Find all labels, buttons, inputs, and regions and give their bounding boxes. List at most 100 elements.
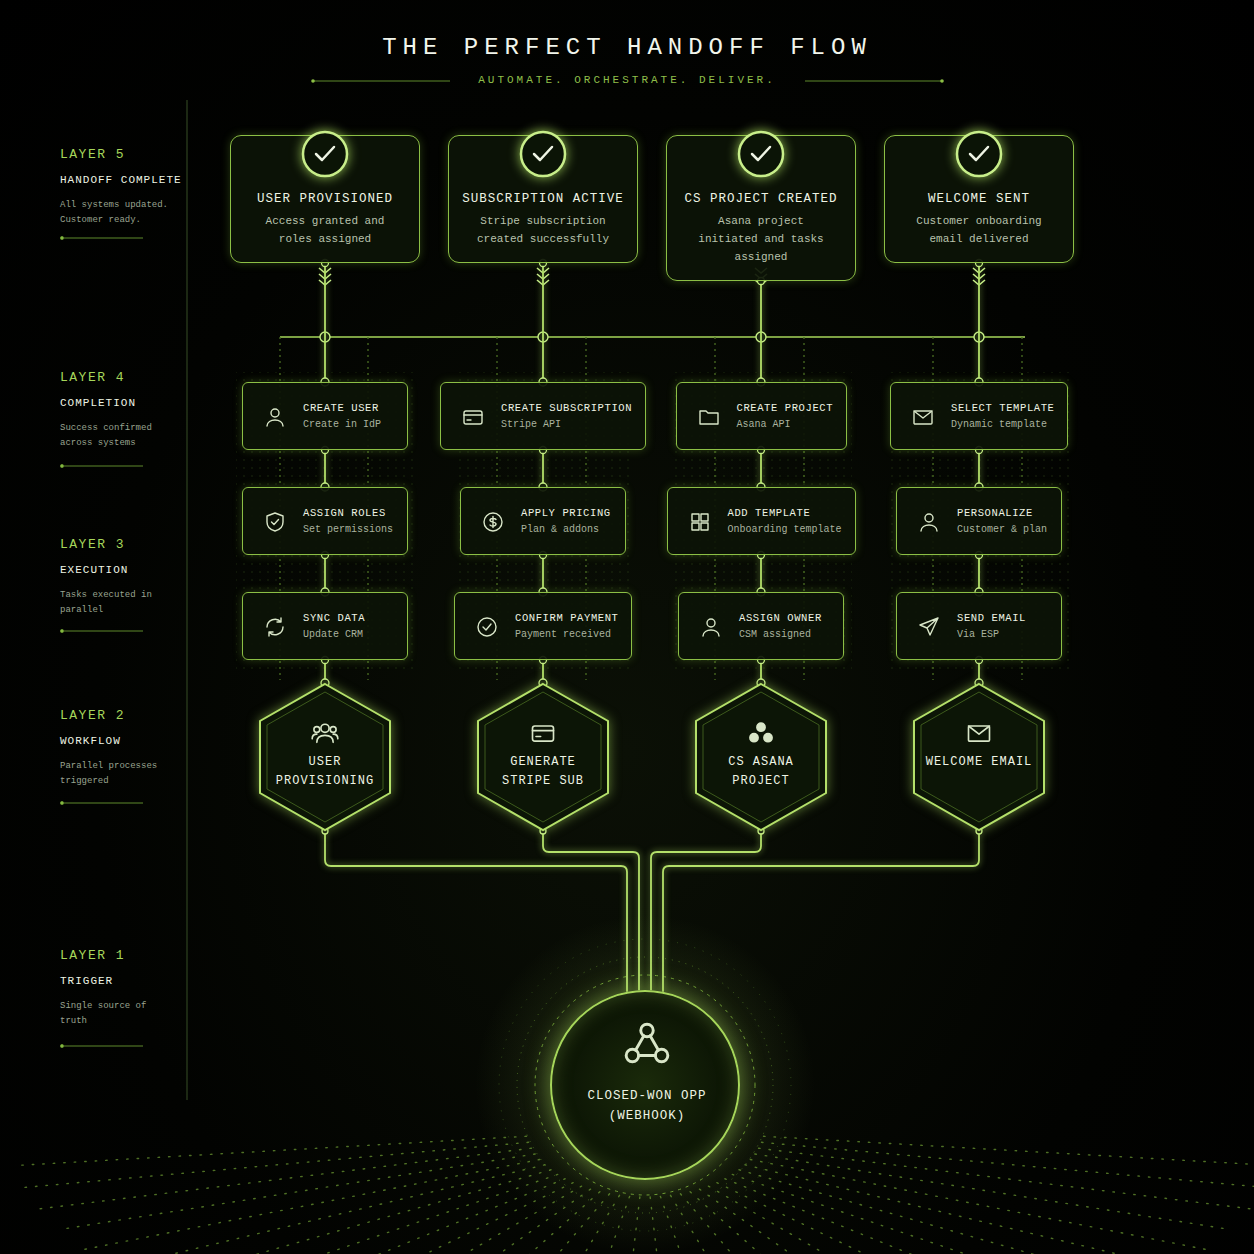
workflow-hexagon: GENERATE STRIPE SUB — [477, 683, 609, 831]
layer-number: LAYER 1 — [60, 948, 125, 963]
connector — [760, 450, 762, 487]
ray-dots — [650, 1197, 672, 1254]
task-box: ASSIGN OWNERCSM assigned — [678, 592, 844, 660]
node-body: Access granted and roles assigned — [250, 212, 400, 248]
icon — [475, 615, 499, 639]
ray-dots — [759, 1148, 1251, 1209]
ray-dots — [39, 1148, 531, 1209]
layer-heading: COMPLETION — [60, 397, 136, 409]
task-box: CREATE SUBSCRIPTION Stripe API — [440, 382, 646, 450]
ray-dots — [761, 1142, 1254, 1187]
node-body: Stripe API — [501, 419, 561, 430]
layer-description: Parallel processes triggered — [60, 759, 172, 789]
ray-dots — [563, 1196, 630, 1254]
layer-description: Single source of truth — [60, 999, 172, 1029]
node-body: Payment received — [515, 629, 611, 640]
layer-number: LAYER 2 — [60, 708, 125, 723]
icon — [697, 405, 721, 429]
title: THE PERFECT HANDOFF FLOW — [382, 34, 872, 61]
node-body: Set permissions — [303, 524, 393, 535]
ray-dots — [180, 1174, 558, 1254]
workflow-hexagon: USER PROVISIONING — [259, 683, 391, 831]
node-body: Dynamic template — [951, 419, 1047, 430]
ray-dots — [112, 1165, 545, 1254]
node-heading: CREATE SUBSCRIPTION — [501, 402, 632, 414]
status-box: SUBSCRIPTION ACTIVEStripe subscription c… — [448, 135, 638, 263]
layer-heading: WORKFLOW — [60, 735, 121, 747]
check-badge — [735, 128, 787, 180]
ray-dots — [680, 1194, 834, 1254]
node-heading: GENERATE STRIPE SUB — [489, 753, 597, 791]
layer-description: All systems updated. Customer ready. — [60, 198, 172, 228]
ray-dots — [671, 1195, 782, 1254]
layer-heading: TRIGGER — [60, 975, 113, 987]
trigger-circle: CLOSED-WON OPP (WEBHOOK) — [550, 990, 740, 1180]
ray-dots — [144, 1170, 551, 1254]
task-box: APPLY PRICINGPlan & addons — [460, 487, 626, 555]
connector — [542, 555, 544, 592]
layer-number: LAYER 3 — [60, 537, 125, 552]
ray-dots — [618, 1197, 640, 1254]
node-body: Customer & plan — [957, 524, 1047, 535]
node-heading: SELECT TEMPLATE — [951, 402, 1055, 414]
ray-dots — [59, 1154, 535, 1230]
ray-dots — [83, 1160, 539, 1250]
ray-dots — [690, 1192, 886, 1254]
layer-heading: HANDOFF COMPLETE — [60, 174, 182, 186]
check-badge — [299, 128, 351, 180]
node-body: Onboarding template — [728, 524, 842, 535]
task-box: SELECT TEMPLATE Dynamic template — [890, 382, 1068, 450]
ray-dots — [660, 1196, 727, 1254]
ray-dots — [307, 1186, 582, 1254]
node-heading: ASSIGN ROLES — [303, 507, 386, 519]
node-heading: CREATE PROJECT — [737, 402, 834, 414]
connector — [324, 555, 326, 592]
task-box: CONFIRM PAYMENTPayment received — [454, 592, 632, 660]
task-box: PERSONALIZE Customer & plan — [896, 487, 1062, 555]
task-box: ADD TEMPLATE Onboarding template — [667, 487, 856, 555]
node-heading: PERSONALIZE — [957, 507, 1033, 519]
task-box: SEND EMAILVia ESP — [896, 592, 1062, 660]
connector — [324, 450, 326, 487]
subtitle: AUTOMATE. ORCHESTRATE. DELIVER. — [478, 74, 776, 86]
task-box: CREATE PROJECTAsana API — [676, 382, 847, 450]
ray-dots — [745, 1165, 1178, 1254]
icon — [911, 405, 935, 429]
icon — [699, 615, 723, 639]
ray-dots — [755, 1154, 1231, 1230]
check-badge — [517, 128, 569, 180]
layer-description: Tasks executed in parallel — [60, 588, 172, 618]
icon — [917, 510, 941, 534]
layer-number: LAYER 4 — [60, 370, 125, 385]
node-heading: WELCOME EMAIL — [925, 753, 1033, 772]
connector — [978, 263, 980, 382]
node-heading: USER PROVISIONING — [271, 753, 379, 791]
connector — [543, 831, 639, 990]
icon — [747, 719, 775, 747]
node-body: Customer onboarding email delivered — [904, 212, 1054, 248]
icon — [917, 615, 941, 639]
ray-dots — [732, 1174, 1110, 1254]
node-heading: SUBSCRIPTION ACTIVE — [462, 192, 624, 206]
ray-dots — [708, 1186, 983, 1254]
ray-dots — [699, 1189, 935, 1254]
icon — [461, 405, 485, 429]
icon — [481, 510, 505, 534]
connector — [324, 263, 326, 382]
icon — [688, 510, 712, 534]
check-badge — [953, 128, 1005, 180]
node-heading: SYNC DATA — [303, 612, 365, 624]
ray-dots — [354, 1189, 590, 1254]
status-box: WELCOME SENTCustomer onboarding email de… — [884, 135, 1074, 263]
ray-dots — [750, 1160, 1206, 1250]
connector — [978, 555, 980, 592]
node-heading: ADD TEMPLATE — [728, 507, 811, 519]
ray-dots — [261, 1183, 573, 1254]
layer-heading: EXECUTION — [60, 564, 128, 576]
icon — [263, 405, 287, 429]
ray-dots — [509, 1195, 620, 1254]
layer-description: Success confirmed across systems — [60, 421, 172, 451]
connector — [663, 831, 979, 992]
node-body: Plan & addons — [521, 524, 599, 535]
